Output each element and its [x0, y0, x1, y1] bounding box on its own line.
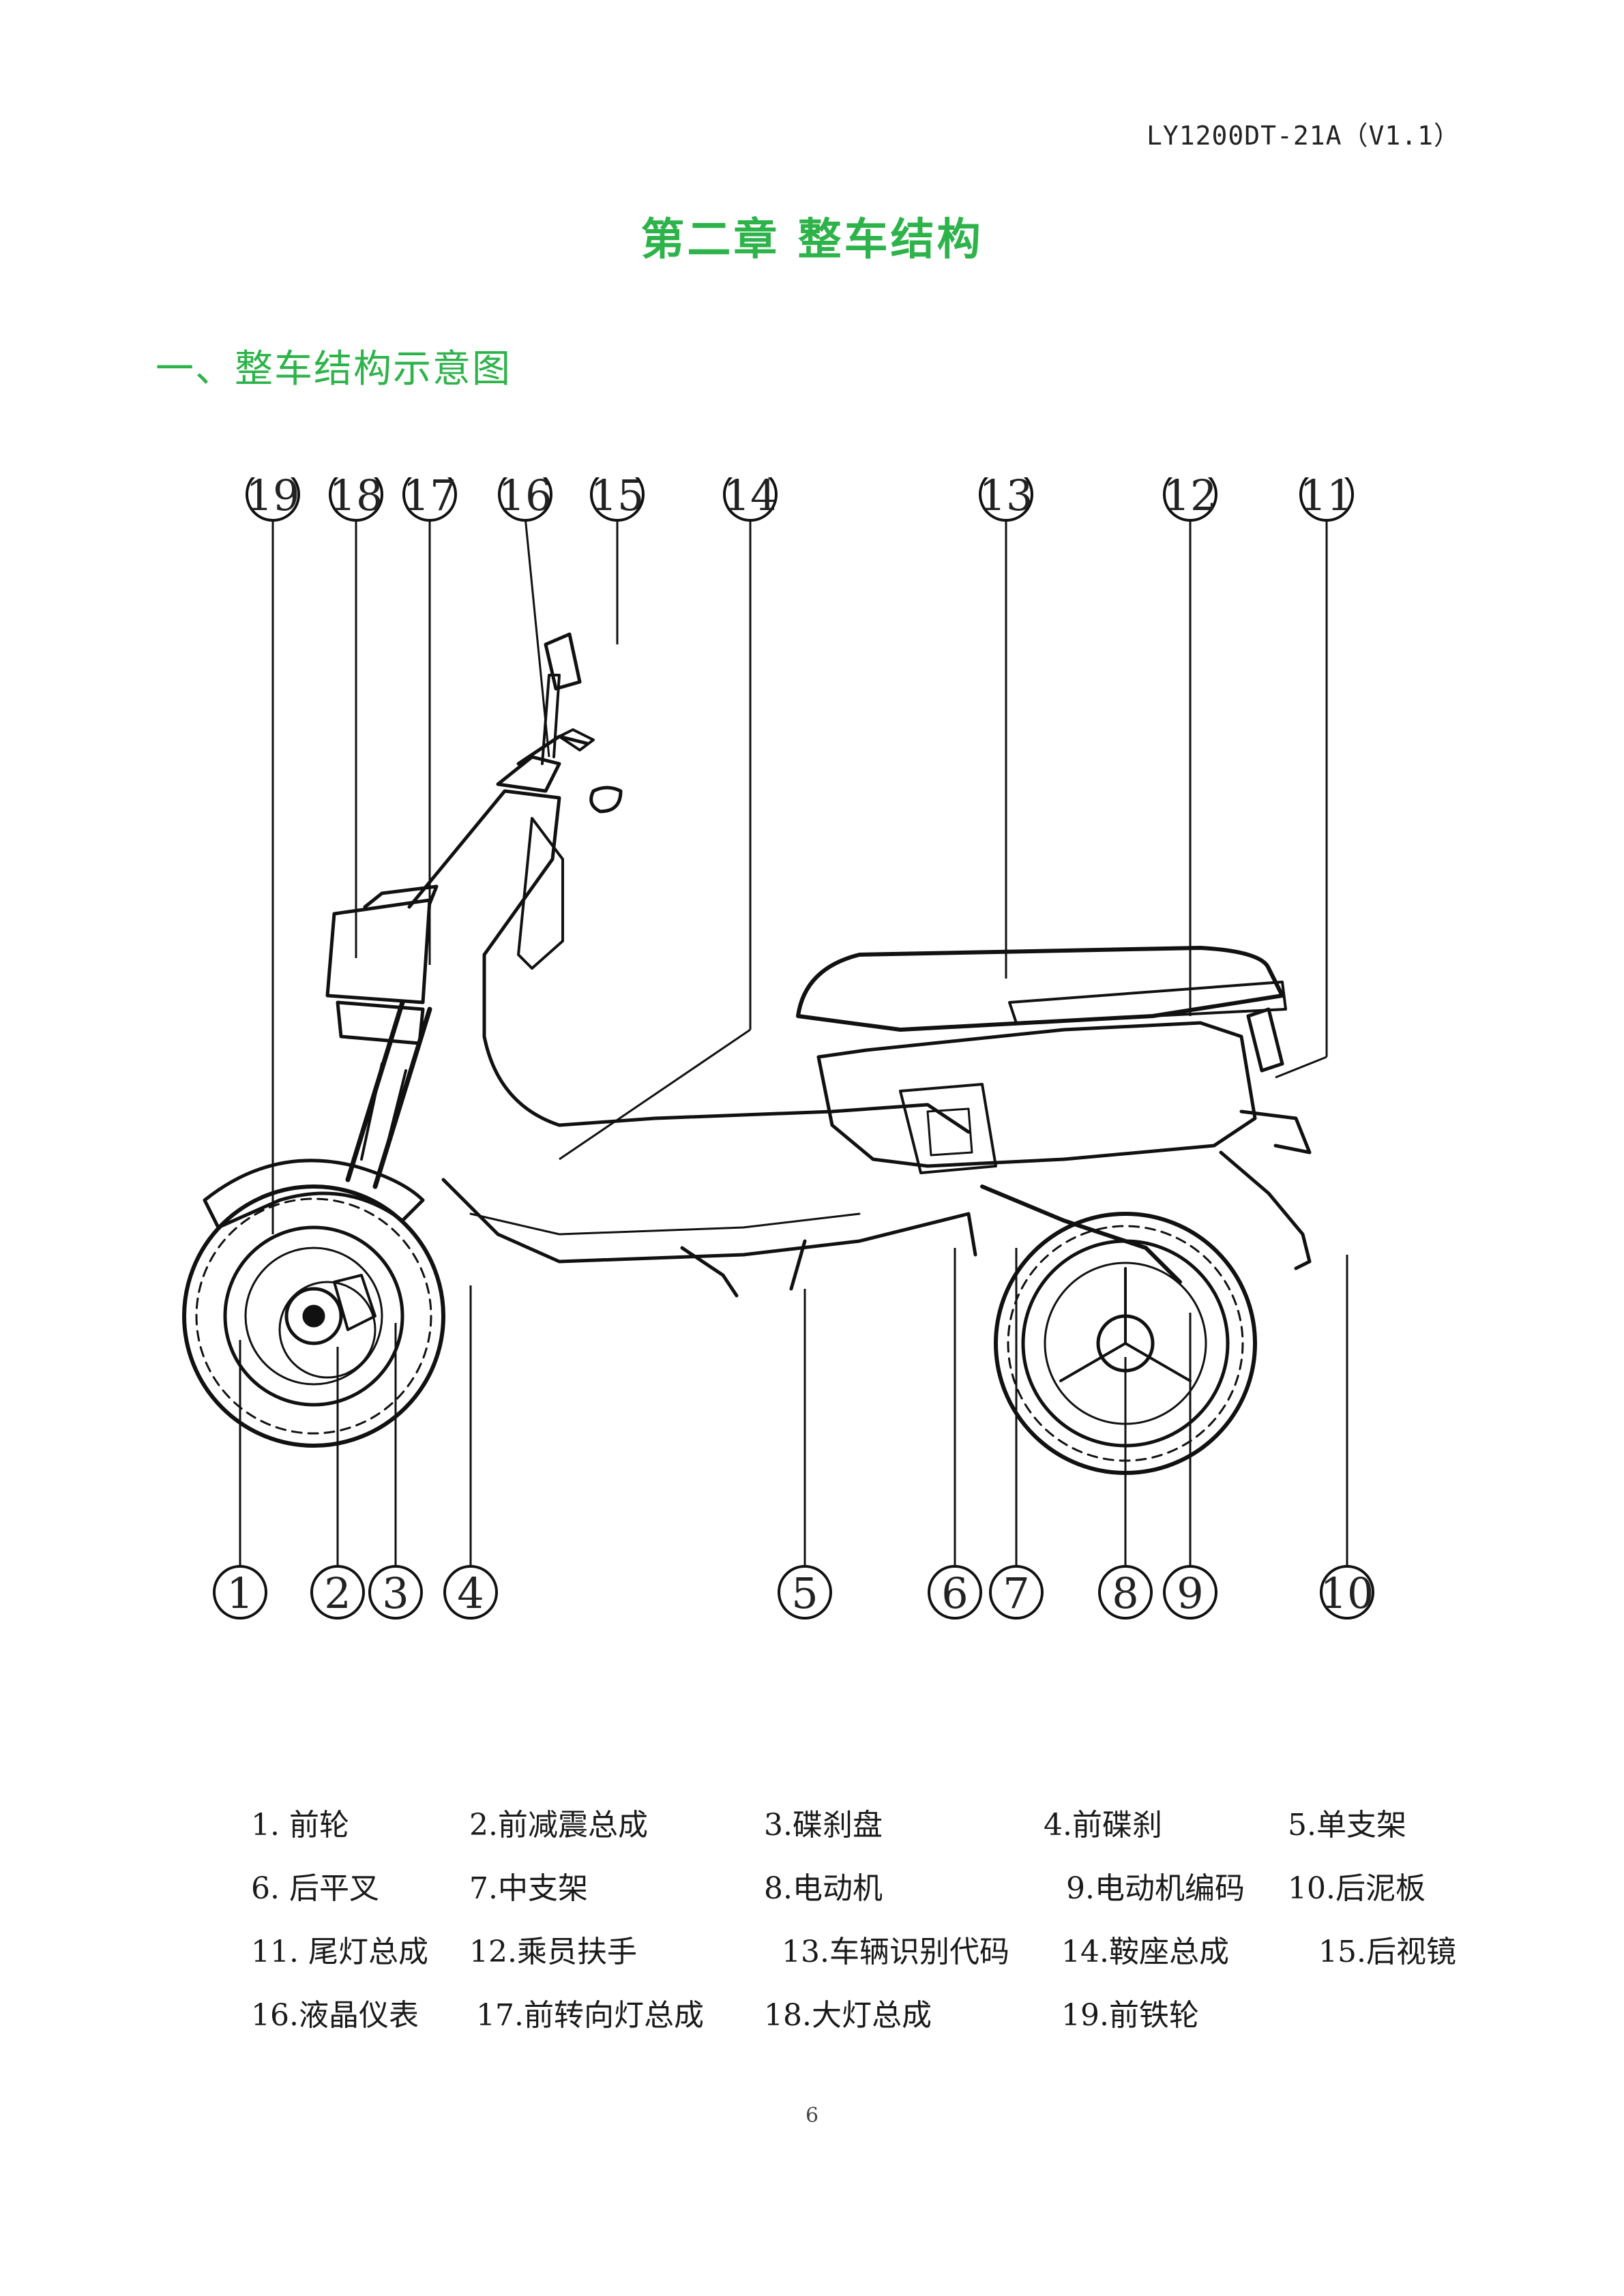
svg-text:10: 10: [1320, 1568, 1374, 1618]
callout-19: 19: [246, 467, 300, 522]
legend-item: 11. 尾灯总成: [251, 1935, 428, 1969]
callout-2: 2: [310, 1565, 365, 1620]
callout-3: 3: [368, 1565, 423, 1620]
callout-14: 14: [723, 467, 778, 522]
legend-item: 19.前铁轮: [1061, 1998, 1199, 2033]
svg-text:11: 11: [1300, 477, 1354, 520]
callout-9: 9: [1163, 1565, 1217, 1620]
callout-16: 16: [498, 467, 552, 522]
svg-text:13: 13: [979, 477, 1033, 520]
svg-text:16: 16: [499, 477, 552, 520]
svg-text:14: 14: [724, 477, 778, 520]
legend-item: 3.碟刹盘: [764, 1808, 883, 1843]
callout-17: 17: [402, 467, 457, 522]
callout-5: 5: [778, 1565, 832, 1620]
svg-text:4: 4: [457, 1568, 484, 1618]
legend-row: 1. 前轮 2.前减震总成 3.碟刹盘 4.前碟刹 5.单支架: [251, 1800, 1533, 1864]
chapter-title: 第二章 整车结构: [640, 215, 984, 265]
svg-text:3: 3: [382, 1568, 409, 1618]
callout-18: 18: [329, 467, 383, 522]
callout-7: 7: [989, 1565, 1044, 1620]
callout-10: 10: [1320, 1565, 1374, 1620]
legend-item: 13.车辆识别代码: [782, 1935, 1009, 1969]
svg-text:17: 17: [403, 477, 457, 520]
callout-4: 4: [443, 1565, 498, 1620]
svg-text:8: 8: [1112, 1568, 1138, 1618]
svg-text:7: 7: [1003, 1568, 1029, 1618]
legend-item: 14.鞍座总成: [1061, 1935, 1229, 1969]
document-code: LY1200DT-21A（V1.1）: [1146, 121, 1460, 151]
legend-item: 6. 后平叉: [251, 1871, 379, 1906]
legend-row: 11. 尾灯总成 12.乘员扶手 13.车辆识别代码 14.鞍座总成 15.后视…: [251, 1927, 1533, 1991]
svg-text:18: 18: [329, 477, 383, 520]
callout-1: 1: [213, 1565, 267, 1620]
callout-12: 12: [1163, 467, 1217, 522]
svg-text:15: 15: [591, 477, 645, 520]
legend-item: 2.前减震总成: [469, 1808, 648, 1843]
legend-item: 4.前碟刹: [1044, 1808, 1162, 1843]
page-number: 6: [805, 2104, 819, 2128]
legend-item: 15.后视镜: [1318, 1935, 1456, 1969]
legend-item: 17.前转向灯总成: [476, 1998, 704, 2033]
legend-row: 6. 后平叉 7.中支架 8.电动机 9.电动机编码 10.后泥板: [251, 1864, 1533, 1927]
svg-text:6: 6: [941, 1568, 968, 1618]
svg-text:1: 1: [226, 1568, 253, 1618]
callouts-bottom: 1 2 3 4 5 6 7 8 9 10: [213, 1565, 1374, 1620]
legend-item: 9.电动机编码: [1066, 1871, 1245, 1906]
legend-item: 10.后泥板: [1288, 1871, 1426, 1906]
legend-item: 5.单支架: [1288, 1808, 1406, 1843]
svg-text:9: 9: [1177, 1568, 1203, 1618]
callout-8: 8: [1098, 1565, 1153, 1620]
callout-15: 15: [590, 467, 645, 522]
svg-text:12: 12: [1164, 477, 1217, 520]
callout-6: 6: [928, 1565, 982, 1620]
section-title: 一、整车结构示意图: [156, 347, 512, 391]
legend-item: 18.大灯总成: [764, 1998, 932, 2033]
legend-item: 7.中支架: [469, 1871, 588, 1906]
svg-text:5: 5: [791, 1568, 818, 1618]
legend-item: 16.液晶仪表: [251, 1998, 419, 2033]
callout-13: 13: [979, 467, 1033, 522]
parts-legend: 1. 前轮 2.前减震总成 3.碟刹盘 4.前碟刹 5.单支架 6. 后平叉 7…: [251, 1800, 1533, 2054]
front-wheel: [182, 1184, 445, 1448]
legend-item: 12.乘员扶手: [469, 1935, 637, 1969]
scooter-structure-diagram: 19 18 17 16 15 14 13 12 11 1 2 3 4 5 6 7…: [177, 467, 1405, 1650]
svg-text:2: 2: [324, 1568, 351, 1618]
legend-row: 16.液晶仪表 17.前转向灯总成 18.大灯总成 19.前铁轮: [251, 1991, 1533, 2054]
callout-11: 11: [1299, 467, 1354, 522]
callouts-top: 19 18 17 16 15 14 13 12 11: [246, 467, 1354, 522]
legend-item: 8.电动机: [764, 1871, 883, 1906]
svg-text:19: 19: [246, 477, 300, 520]
legend-item: 1. 前轮: [251, 1808, 349, 1843]
